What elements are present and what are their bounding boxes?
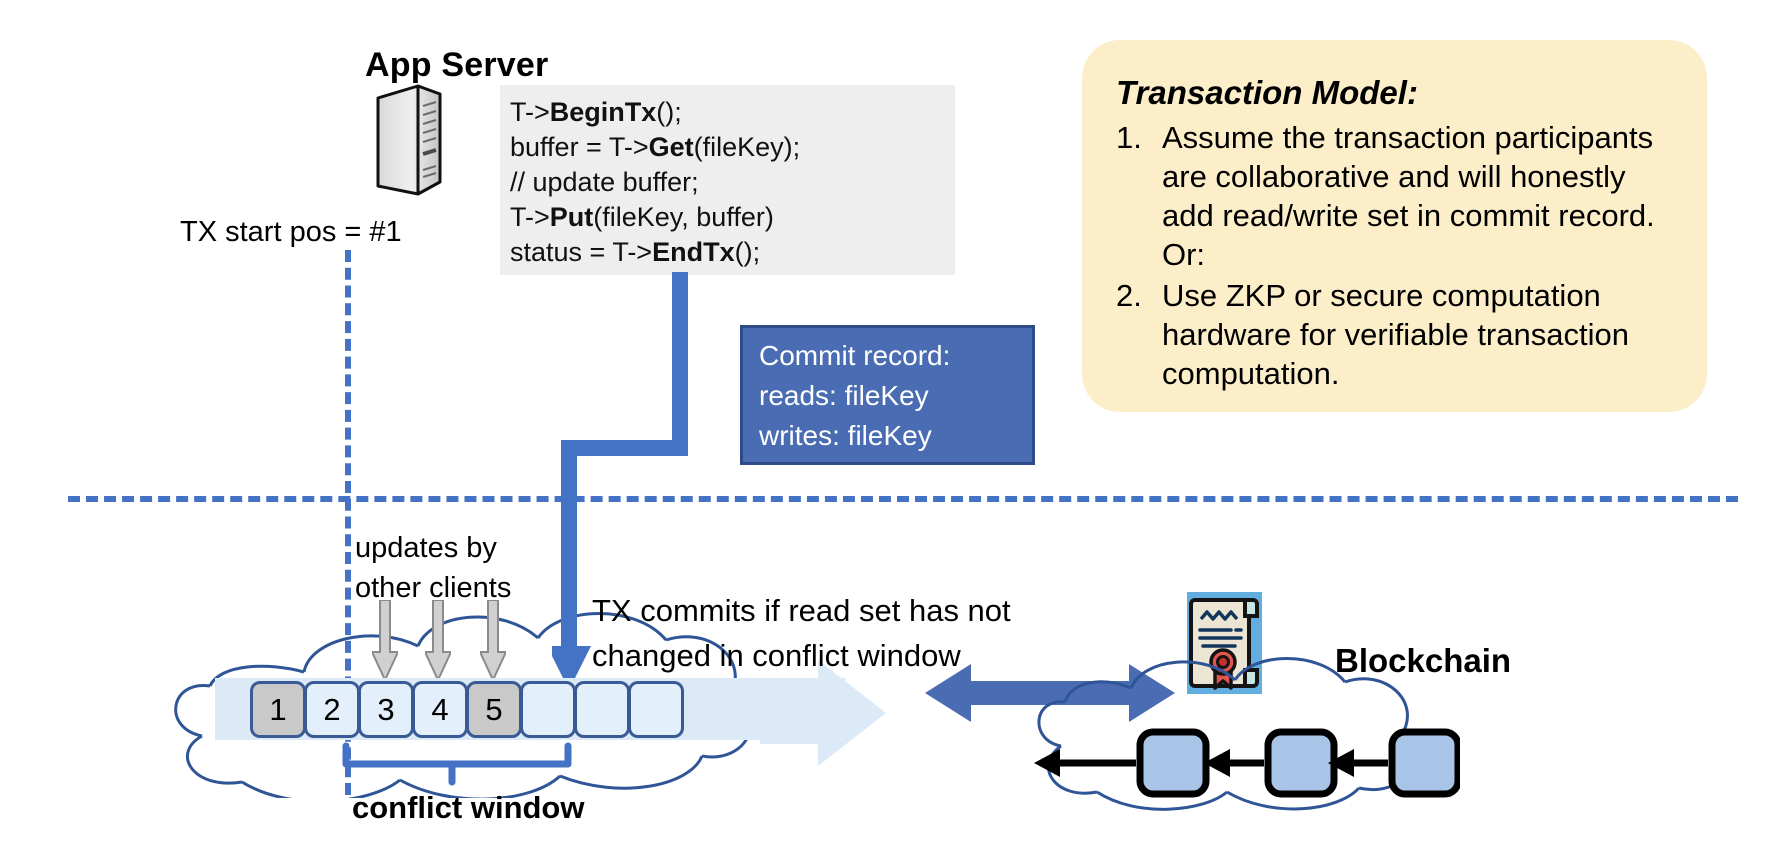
list-number: 2. bbox=[1116, 278, 1142, 313]
ledger-cell[interactable]: 2 bbox=[304, 681, 360, 738]
ledger-cell[interactable] bbox=[574, 681, 630, 738]
commit-record-reads: reads: fileKey bbox=[759, 380, 929, 411]
conflict-window-label: conflict window bbox=[352, 790, 585, 825]
commit-flow-connector bbox=[552, 272, 688, 690]
commit-record-box: Commit record: reads: fileKey writes: fi… bbox=[740, 325, 1035, 465]
list-number: 1. bbox=[1116, 120, 1142, 155]
app-server-title: App Server bbox=[365, 46, 549, 84]
ledger-cell[interactable]: 1 bbox=[250, 681, 306, 738]
tx-commits-line-2: changed in conflict window bbox=[592, 638, 961, 673]
updates-line-2: other clients bbox=[355, 572, 512, 604]
tx-start-marker-line bbox=[345, 250, 351, 795]
blockchain-blocks bbox=[1034, 728, 1460, 798]
ledger-cell[interactable]: 3 bbox=[358, 681, 414, 738]
tx-commits-line-1: TX commits if read set has not bbox=[592, 593, 1011, 628]
layer-divider bbox=[68, 496, 1738, 502]
ledger-cell[interactable] bbox=[628, 681, 684, 738]
list-text: Assume the transaction participants are … bbox=[1162, 120, 1655, 272]
tx-commits-note: TX commits if read set has not changed i… bbox=[592, 588, 1011, 678]
ledger-cell[interactable]: 5 bbox=[466, 681, 522, 738]
code-line: T->BeginTx(); bbox=[510, 97, 682, 127]
sync-double-arrow-icon bbox=[925, 664, 1175, 722]
transaction-model-callout: Transaction Model: 1. Assume the transac… bbox=[1082, 40, 1707, 412]
updates-by-other-clients-label: updates by other clients bbox=[355, 528, 511, 608]
blockchain-label: Blockchain bbox=[1335, 642, 1512, 679]
update-arrow-icon bbox=[425, 600, 451, 682]
server-tower-icon bbox=[376, 84, 442, 196]
list-text: Use ZKP or secure computation hardware f… bbox=[1162, 278, 1629, 391]
updates-line-1: updates by bbox=[355, 532, 497, 564]
ledger-cell[interactable] bbox=[520, 681, 576, 738]
conflict-window-brace bbox=[342, 742, 572, 786]
code-line: buffer = T->Get(fileKey); bbox=[510, 132, 801, 162]
transaction-model-item: 1. Assume the transaction participants a… bbox=[1116, 118, 1677, 274]
code-line: T->Put(fileKey, buffer) bbox=[510, 202, 774, 232]
update-arrow-icon bbox=[372, 600, 398, 682]
tx-start-pos-label: TX start pos = #1 bbox=[180, 216, 402, 248]
code-snippet-block: T->BeginTx(); buffer = T->Get(fileKey); … bbox=[500, 85, 955, 275]
commit-record-title: Commit record: bbox=[759, 340, 951, 371]
ledger-cell[interactable]: 4 bbox=[412, 681, 468, 738]
code-line: // update buffer; bbox=[510, 167, 699, 197]
transaction-model-item: 2. Use ZKP or secure computation hardwar… bbox=[1116, 276, 1677, 393]
code-line: status = T->EndTx(); bbox=[510, 237, 761, 267]
commit-record-writes: writes: fileKey bbox=[759, 420, 932, 451]
transaction-model-heading: Transaction Model: bbox=[1116, 74, 1418, 111]
update-arrow-icon bbox=[480, 600, 506, 682]
